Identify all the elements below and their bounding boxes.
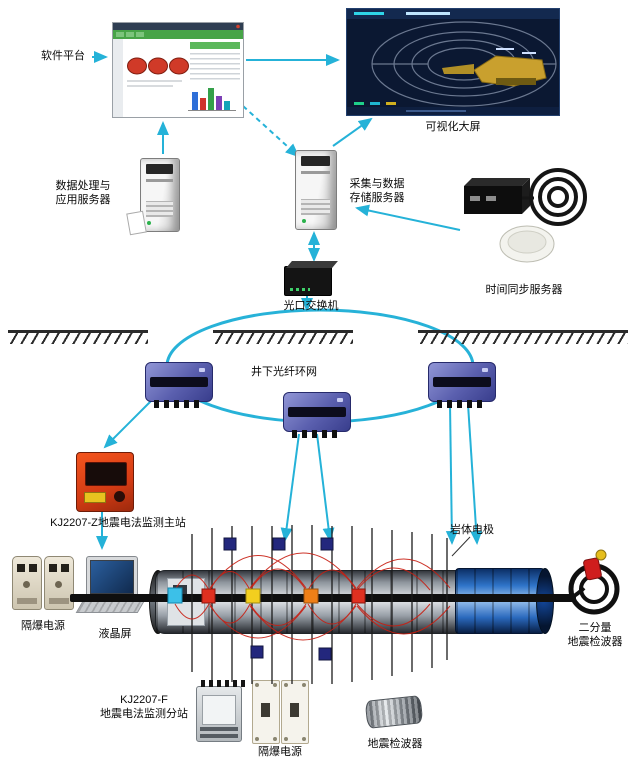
label-rock-electrode: 岩体电极 bbox=[450, 524, 494, 536]
terminal-row bbox=[201, 680, 245, 687]
label-big-screen: 可视化大屏 bbox=[425, 121, 481, 133]
substation-connectors bbox=[292, 430, 337, 438]
lcd-screen-panel bbox=[90, 560, 134, 594]
label-two-component-geophone: 二分量 地震检波器 bbox=[567, 622, 623, 648]
power-dial bbox=[55, 581, 62, 588]
server-slot bbox=[146, 179, 173, 182]
label-geophone: 地震检波器 bbox=[367, 738, 423, 750]
main-station-screen bbox=[85, 462, 127, 486]
ring-substation-center bbox=[283, 392, 351, 438]
substation-connectors bbox=[437, 400, 482, 408]
ground-hatch-left bbox=[8, 330, 148, 344]
label-time-sync-server: 时间同步服务器 bbox=[485, 284, 563, 296]
mini-bar-chart bbox=[188, 88, 236, 111]
substation-screen bbox=[150, 377, 208, 387]
screw bbox=[284, 683, 288, 687]
label-app-server: 数据处理与 应用服务器 bbox=[55, 180, 111, 206]
rod-electrodes bbox=[167, 587, 366, 604]
cable-coil-icon bbox=[529, 168, 587, 226]
ring-substation-left bbox=[145, 362, 213, 408]
substation-f-panel bbox=[202, 695, 236, 725]
label-fiber-ring: 井下光纤环网 bbox=[251, 366, 317, 378]
app-server-tower bbox=[140, 158, 180, 232]
visualization-big-screen bbox=[346, 8, 560, 116]
ground-hatch-right bbox=[418, 330, 628, 344]
screw bbox=[273, 737, 277, 741]
screw bbox=[302, 737, 306, 741]
label-substation-f: KJ2207-F 地震电法监测分站 bbox=[100, 694, 188, 720]
software-platform-screenshot bbox=[112, 22, 244, 118]
label-power-left: 隔爆电源 bbox=[21, 620, 65, 632]
server-led bbox=[302, 219, 306, 223]
roadheader-machine-graphic bbox=[442, 48, 547, 87]
label-software-platform: 软件平台 bbox=[41, 50, 85, 62]
optical-switch-device bbox=[284, 261, 338, 296]
server-drive-bay bbox=[146, 164, 173, 174]
substation-led bbox=[482, 368, 488, 372]
panel-slot bbox=[261, 703, 270, 717]
screw bbox=[255, 737, 259, 741]
power-strip bbox=[17, 598, 37, 604]
substation-screen bbox=[288, 407, 346, 417]
substation-f-slot bbox=[200, 727, 238, 731]
server-led bbox=[147, 221, 151, 225]
storage-server-tower bbox=[295, 150, 337, 230]
big-screen-graphic bbox=[346, 8, 560, 116]
server-grill bbox=[301, 199, 330, 215]
substation-led bbox=[199, 368, 205, 372]
substation-f-slot bbox=[200, 734, 238, 738]
server-slot bbox=[301, 171, 330, 174]
substation-screen bbox=[433, 377, 491, 387]
label-main-station: KJ2207-Z地震电法监测主站 bbox=[50, 517, 186, 529]
electric-field-lines bbox=[174, 552, 451, 641]
two-component-geophone-device bbox=[568, 549, 620, 615]
server-grill bbox=[146, 201, 173, 217]
ground-hatch-middle bbox=[213, 330, 353, 344]
rock-electrode-pointer bbox=[451, 536, 471, 557]
lcd-monitor bbox=[86, 556, 138, 598]
gps-antenna-disc-icon bbox=[499, 225, 555, 263]
flameproof-power-panel-2 bbox=[281, 680, 309, 744]
flameproof-power-box-1 bbox=[12, 556, 42, 610]
screw bbox=[302, 683, 306, 687]
gauge-circles bbox=[127, 57, 189, 75]
screw bbox=[255, 683, 259, 687]
substation-led bbox=[337, 398, 343, 402]
power-strip bbox=[49, 598, 69, 604]
power-window bbox=[17, 564, 25, 572]
main-station-knob bbox=[114, 491, 125, 502]
power-dial bbox=[23, 581, 30, 588]
label-power-bottom: 隔爆电源 bbox=[258, 746, 302, 758]
label-optical-switch: 光口交换机 bbox=[283, 300, 339, 312]
substation-f-device bbox=[196, 680, 245, 742]
junction-boxes bbox=[223, 537, 334, 661]
power-window bbox=[61, 564, 69, 572]
power-window bbox=[29, 564, 37, 572]
screw bbox=[284, 737, 288, 741]
main-station-tag bbox=[84, 492, 106, 503]
borehole-rod bbox=[70, 594, 576, 602]
label-lcd-screen: 液晶屏 bbox=[98, 628, 132, 640]
time-sync-server-device bbox=[464, 168, 587, 263]
ring-substation-right bbox=[428, 362, 496, 408]
panel-slot bbox=[290, 703, 299, 717]
power-window bbox=[49, 564, 57, 572]
cyan-arrows bbox=[92, 51, 483, 550]
electrode-wires bbox=[191, 525, 448, 684]
label-storage-server: 采集与数据 存储服务器 bbox=[349, 178, 405, 204]
software-platform-window bbox=[112, 22, 244, 118]
substation-connectors bbox=[154, 400, 199, 408]
switch-leds bbox=[290, 288, 310, 291]
server-drive-bay bbox=[301, 156, 330, 166]
screw bbox=[273, 683, 277, 687]
flameproof-power-panel-1 bbox=[252, 680, 280, 744]
seismic-main-station-device bbox=[76, 452, 134, 512]
flameproof-power-box-2 bbox=[44, 556, 74, 610]
